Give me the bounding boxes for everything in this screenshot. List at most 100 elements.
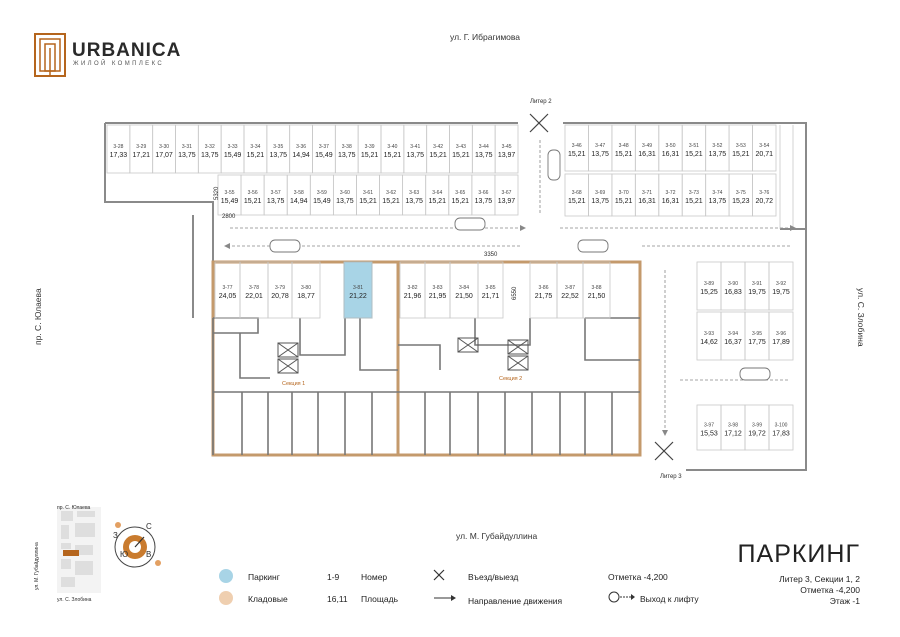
legend-parking-swatch [219,569,233,583]
legend-parking-label: Паркинг [248,572,280,582]
spot-area: 18,77 [297,293,315,300]
spot-number: 3-65 [455,190,465,196]
spot-area: 21,50 [588,293,606,300]
spot-area: 13,97 [498,198,516,205]
spot-area: 15,25 [700,289,718,296]
spot-area: 15,23 [732,198,750,205]
legend-storage-swatch [219,591,233,605]
minimap-street-bottom: ул. С. Злобина [57,597,92,603]
spot-area: 13,75 [201,152,219,159]
spot-number: 3-77 [222,285,232,291]
spot-area: 15,21 [428,198,446,205]
spot-area: 15,21 [361,152,379,159]
spot-area: 21,95 [429,293,447,300]
spot-number: 3-82 [407,285,417,291]
spot-area: 17,75 [748,339,766,346]
parking-spot-3-45[interactable]: 3-45 13,97 [494,124,519,174]
spot-number: 3-45 [502,144,512,150]
spot-area: 17,21 [132,152,150,159]
spot-number: 3-55 [225,190,235,196]
spot-number: 3-33 [228,144,238,150]
spot-area: 13,97 [498,152,516,159]
spot-number: 3-31 [182,144,192,150]
spot-area: 14,94 [292,152,310,159]
brand-subtitle: ЖИЛОЙ КОМПЛЕКС [73,61,165,67]
spot-number: 3-52 [712,143,722,149]
page-title: ПАРКИНГ [737,540,860,568]
